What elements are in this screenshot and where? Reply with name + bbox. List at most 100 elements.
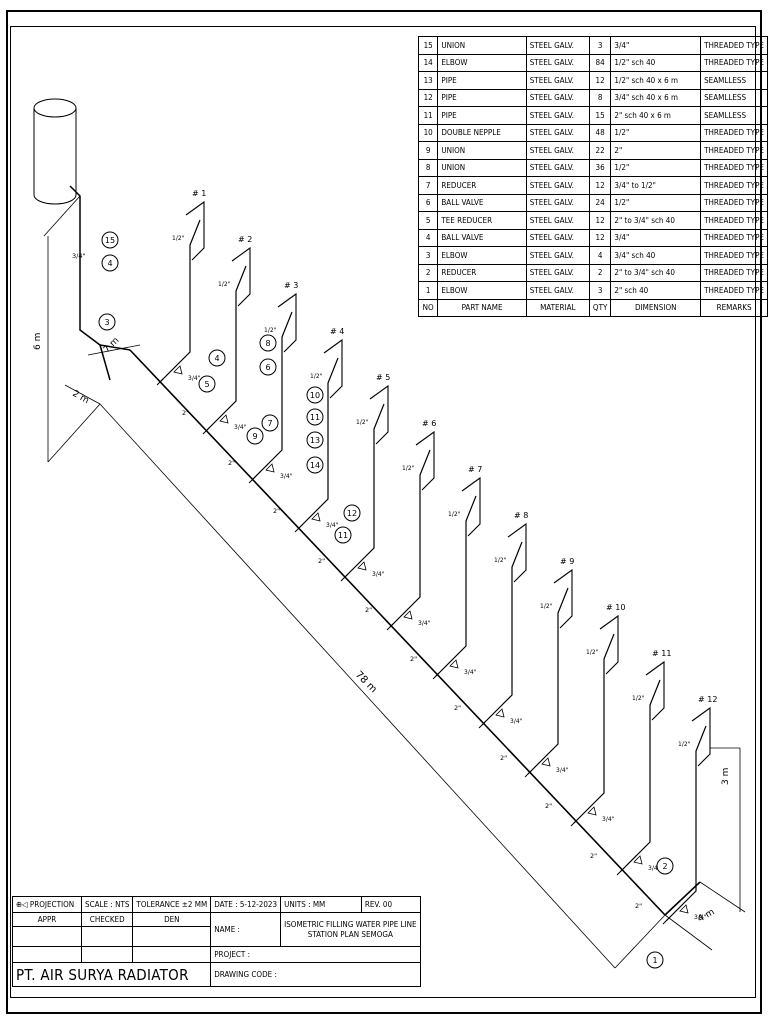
dim-branch-height-label: 3 m	[721, 768, 731, 785]
branch-size-label: 3/4"	[694, 914, 707, 921]
callout-bubble	[306, 408, 324, 426]
callout-number: 10	[310, 391, 320, 400]
rev-cell: REV. 00	[360, 896, 421, 913]
branch-size-label: 3/4"	[510, 718, 523, 725]
station-label: # 1	[192, 189, 206, 198]
fitting-tick	[386, 623, 394, 631]
bom-cell-no: 1	[417, 281, 439, 300]
callout-number: 14	[310, 461, 320, 470]
riser-nozzle	[645, 660, 665, 721]
den-sign	[132, 926, 212, 947]
bom-cell-remarks: SEAMLLESS	[700, 106, 768, 125]
bom-cell-name: REDUCER	[437, 263, 527, 282]
callout-bubble	[306, 456, 324, 474]
bom-cell-remarks: THREADED TYPE	[700, 158, 768, 177]
bom-cell-material: STEEL GALV.	[525, 211, 590, 230]
riser-size-label: 1/2"	[264, 327, 277, 334]
branch-size-label: 3/4"	[372, 571, 385, 578]
callout-number: 6	[265, 363, 270, 372]
projection-label: PROJECTION	[29, 900, 75, 909]
valve-symbol	[403, 610, 413, 620]
supply-line	[69, 185, 131, 381]
size-label-main-6: 2"	[410, 655, 417, 663]
bom-cell-material: STEEL GALV.	[525, 263, 590, 282]
callout-bubble	[98, 313, 116, 331]
branch-pipe	[205, 265, 247, 432]
callout-number: 15	[105, 236, 115, 245]
dim-depth-label: 2 m	[71, 389, 91, 406]
riser-nozzle	[185, 200, 205, 261]
date-cell: DATE : 5-12-2023	[210, 896, 282, 913]
callout-number: 1	[652, 956, 657, 965]
appr-cell: APPR	[12, 912, 82, 927]
valve-symbol	[633, 855, 643, 865]
branch-size-label: 3/4"	[418, 620, 431, 627]
scale-cell: SCALE : NTS	[80, 896, 134, 913]
size-label-supply: 3/4"	[72, 252, 85, 260]
drawing-border	[6, 10, 762, 1014]
callout-number: 12	[347, 509, 357, 518]
bom-cell-name: DOUBLE NEPPLE	[437, 123, 527, 142]
callout-bubble	[101, 231, 119, 249]
branch-size-label: 3/4"	[556, 767, 569, 774]
riser-size-label: 1/2"	[218, 281, 231, 288]
bom-cell-qty: 12	[588, 211, 612, 230]
callout-bubble	[261, 414, 279, 432]
size-label-main-4: 2"	[318, 557, 325, 565]
size-label-main-9: 2"	[545, 802, 552, 810]
bom-cell-material: STEEL GALV.	[525, 53, 590, 72]
riser-nozzle	[231, 246, 251, 307]
bom-cell-remarks: THREADED TYPE	[700, 193, 768, 212]
branch-pipe	[435, 495, 477, 677]
callout-number: 3	[104, 318, 109, 327]
callout-number: 11	[338, 531, 348, 540]
bom-cell-material: STEEL GALV.	[525, 141, 590, 160]
riser-nozzle	[369, 384, 389, 445]
callout-bubble	[208, 349, 226, 367]
size-label-main-5: 2"	[365, 606, 372, 614]
bom-cell-dim: 3/4" sch 40 x 6 m	[610, 88, 702, 107]
station-label: # 6	[422, 419, 436, 428]
valve-symbol	[679, 904, 689, 914]
bom-cell-dim: 1/2"	[610, 123, 702, 142]
bom-cell-material: STEEL GALV.	[525, 36, 590, 55]
bom-cell-name: UNION	[437, 158, 527, 177]
branch-pipe	[389, 449, 431, 628]
checked-cell: CHECKED	[80, 912, 134, 927]
bom-cell-qty: 48	[588, 123, 612, 142]
bom-cell-material: STEEL GALV.	[525, 281, 590, 300]
bom-cell-remarks: SEAMLLESS	[700, 88, 768, 107]
riser-size-label: 1/2"	[402, 465, 415, 472]
station-label: # 2	[238, 235, 252, 244]
valve-symbol	[587, 806, 597, 816]
valve-symbol	[173, 365, 183, 375]
bom-cell-remarks: THREADED TYPE	[700, 53, 768, 72]
bom-cell-name: ELBOW	[437, 246, 527, 265]
tolerance-cell: TOLERANCE ±2 MM	[132, 896, 212, 913]
station-label: # 8	[514, 511, 528, 520]
callout-bubble	[334, 526, 352, 544]
bom-header-dimension: DIMENSION	[610, 298, 702, 317]
station-label: # 7	[468, 465, 482, 474]
bom-header-no: NO	[417, 298, 439, 317]
bom-cell-remarks: THREADED TYPE	[700, 141, 768, 160]
bom-header-name: PART NAME	[437, 298, 527, 317]
bom-cell-no: 15	[417, 36, 439, 55]
projection-cell: ⊕◁ PROJECTION	[12, 896, 82, 913]
riser-size-label: 1/2"	[678, 741, 691, 748]
riser-size-label: 1/2"	[586, 649, 599, 656]
bom-header-row: NO PART NAME MATERIAL QTY DIMENSION REMA…	[417, 298, 768, 317]
bom-cell-dim: 2" to 3/4" sch 40	[610, 263, 702, 282]
bom-cell-no: 6	[417, 193, 439, 212]
blank-1	[12, 946, 82, 963]
fitting-tick	[570, 819, 578, 827]
